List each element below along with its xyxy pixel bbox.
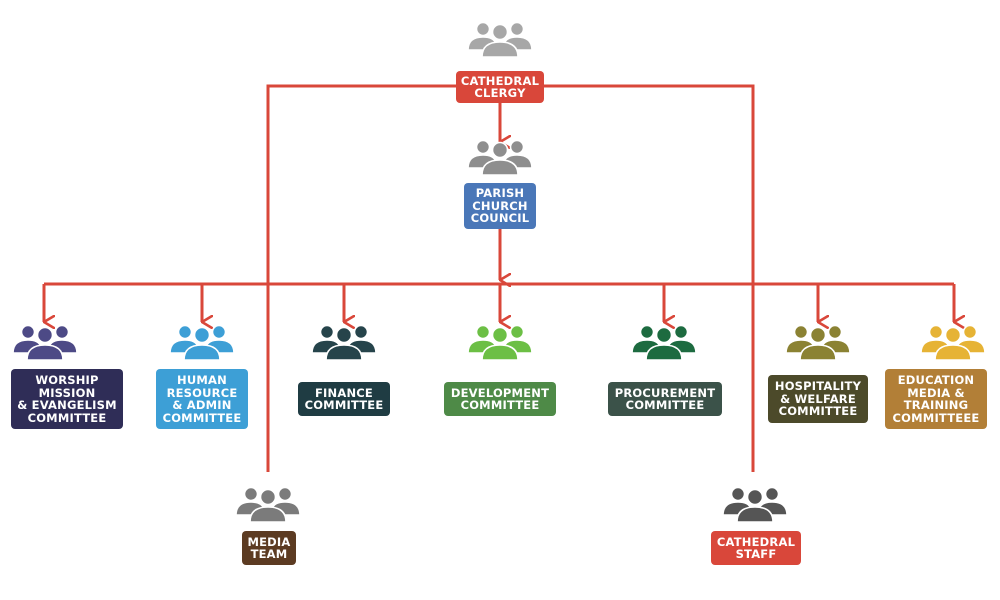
people-group-icon [466, 138, 534, 181]
org-node-text: FINANCE COMMITTEE [304, 385, 384, 412]
people-group-icon [784, 323, 852, 366]
org-node-text: PARISH CHURCH COUNCIL [470, 186, 530, 226]
org-node-text: CATHEDRAL CLERGY [460, 73, 540, 100]
people-group-icon [168, 323, 236, 366]
org-node-text: MEDIA TEAM [247, 534, 291, 561]
org-node-text: HUMAN RESOURCE & ADMIN COMMITTEE [162, 373, 242, 425]
org-node-text: PROCUREMENT COMMITTEE [614, 385, 716, 412]
people-group-icon [630, 323, 698, 366]
org-node-label-cathedral-clergy: CATHEDRAL CLERGY [456, 71, 544, 103]
connector-clergy-to-media-team [266, 84, 456, 472]
org-node-text: CATHEDRAL STAFF [716, 534, 796, 561]
org-node-label-development: DEVELOPMENT COMMITTEE [444, 382, 556, 416]
org-node-label-education: EDUCATION MEDIA & TRAINING COMMITTEEE [885, 369, 987, 429]
people-group-icon [466, 20, 534, 63]
org-node-label-hospitality: HOSPITALITY & WELFARE COMMITTEE [768, 375, 868, 423]
org-node-label-media-team: MEDIA TEAM [242, 531, 296, 565]
org-node-text: EDUCATION MEDIA & TRAINING COMMITTEEE [892, 373, 980, 425]
org-node-text: WORSHIP MISSION & EVANGELISM COMMITTEE [17, 373, 117, 425]
org-node-label-parish-church-council: PARISH CHURCH COUNCIL [464, 183, 536, 229]
org-node-label-procurement: PROCUREMENT COMMITTEE [608, 382, 722, 416]
people-group-icon [310, 323, 378, 366]
org-node-label-worship-mission: WORSHIP MISSION & EVANGELISM COMMITTEE [11, 369, 123, 429]
people-group-icon [234, 485, 302, 528]
org-node-label-finance: FINANCE COMMITTEE [298, 382, 390, 416]
org-node-label-human-resource: HUMAN RESOURCE & ADMIN COMMITTEE [156, 369, 248, 429]
people-group-icon [11, 323, 79, 366]
people-group-icon [919, 323, 987, 366]
people-group-icon [721, 485, 789, 528]
org-node-text: DEVELOPMENT COMMITTEE [450, 385, 550, 412]
connector-clergy-to-cathedral-staff [544, 84, 755, 472]
org-node-label-cathedral-staff: CATHEDRAL STAFF [711, 531, 801, 565]
org-node-text: HOSPITALITY & WELFARE COMMITTEE [774, 379, 862, 419]
people-group-icon [466, 323, 534, 366]
